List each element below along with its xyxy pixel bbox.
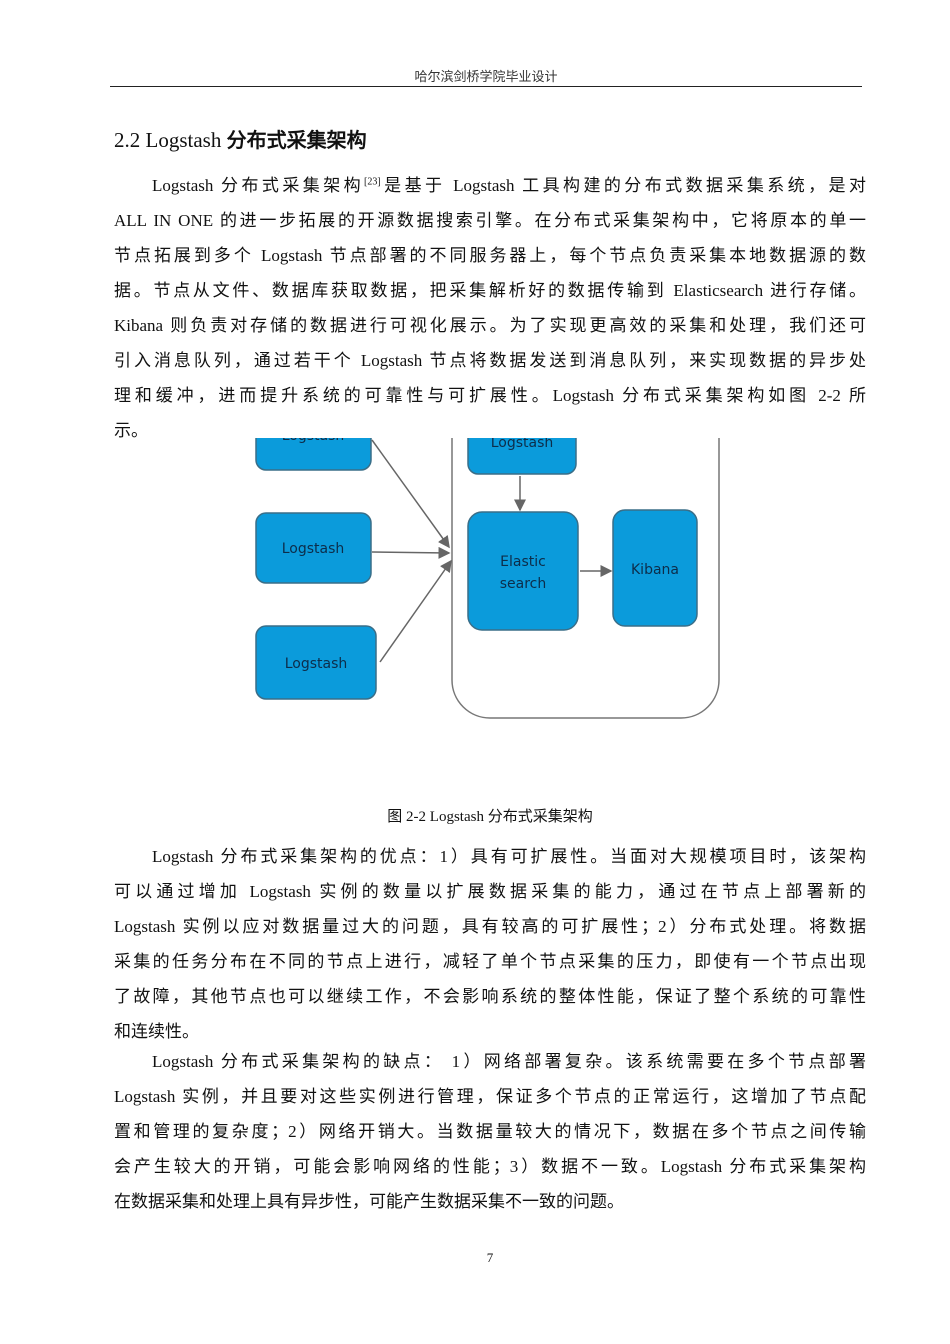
text-line: 了故障，其他节点也可以继续工作，不会影响系统的整体性能，保证了整个系统的可靠性 xyxy=(114,987,866,1006)
text-line: Logstash 分布式采集架构[23]是基于 Logstash 工具构建的分布… xyxy=(114,168,866,203)
text-line: Logstash 实例以应对数据量过大的问题，具有较高的可扩展性；2）分布式处理… xyxy=(114,917,866,936)
text-line: 理和缓冲，进而提升系统的可靠性与可扩展性。Logstash 分布式采集架构如图 … xyxy=(114,386,866,405)
header-rule xyxy=(110,86,862,87)
node-label: Logstash xyxy=(285,656,348,672)
text-line: Logstash 分布式采集架构的缺点： 1）网络部署复杂。该系统需要在多个节点… xyxy=(152,1052,866,1071)
paragraph-disadvantages: Logstash 分布式采集架构的缺点： 1）网络部署复杂。该系统需要在多个节点… xyxy=(114,1044,866,1219)
page-number: 7 xyxy=(486,1250,494,1265)
node-logstash-left-mid xyxy=(255,512,372,584)
node-logstash-inner xyxy=(467,438,577,475)
text-line: 会产生较大的开销，可能会影响网络的性能；3）数据不一致。Logstash 分布式… xyxy=(114,1157,866,1176)
text-line: Logstash 分布式采集架构的优点：1）具有可扩展性。当面对大规模项目时，该… xyxy=(152,847,866,866)
paragraph-advantages: Logstash 分布式采集架构的优点：1）具有可扩展性。当面对大规模项目时，该… xyxy=(114,839,866,1049)
node-elasticsearch xyxy=(467,511,579,631)
node-label: Kibana xyxy=(631,562,679,578)
arrow xyxy=(371,439,450,549)
text-line: 采集的任务分布在不同的节点上进行，减轻了单个节点采集的压力，即使有一个节点出现 xyxy=(114,952,866,971)
text-line: Kibana 则负责对存储的数据进行可视化展示。为了实现更高效的采集和处理，我们… xyxy=(114,316,866,335)
section-heading: 2.2 Logstash 分布式采集架构 xyxy=(114,124,367,153)
text: 是基于 Logstash 工具构建的分布式数据采集系统，是对 xyxy=(380,176,866,195)
node-label: search xyxy=(500,576,547,592)
section-number: 2.2 Logstash xyxy=(114,128,222,152)
section-title: 分布式采集架构 xyxy=(226,128,367,152)
text-line: 可以通过增加 Logstash 实例的数量以扩展数据采集的能力，通过在节点上部署… xyxy=(114,882,866,901)
node-label: Elastic xyxy=(500,554,546,570)
arrow xyxy=(371,546,451,559)
text-line: 据。节点从文件、数据库获取数据，把采集解析好的数据传输到 Elasticsear… xyxy=(114,281,866,300)
text-line: Logstash 实例，并且要对这些实例进行管理，保证多个节点的正常运行，这增加… xyxy=(114,1087,866,1106)
figure-caption: 图 2-2 Logstash 分布式采集架构 xyxy=(387,809,593,825)
arrow xyxy=(379,559,452,663)
node-label: Logstash xyxy=(491,435,554,451)
text-line: 示。 xyxy=(114,421,148,440)
node-label: Logstash xyxy=(282,541,345,557)
text-line: 引入消息队列，通过若干个 Logstash 节点将数据发送到消息队列，来实现数据… xyxy=(114,351,866,370)
node-logstash-left-top xyxy=(255,438,372,471)
node-kibana xyxy=(612,509,698,627)
page-header: 哈尔滨剑桥学院毕业设计 xyxy=(414,69,558,84)
text-line: 节点拓展到多个 Logstash 节点部署的不同服务器上，每个节点负责采集本地数… xyxy=(114,246,866,265)
text-line: ALL IN ONE 的进一步拓展的开源数据搜索引擎。在分布式采集架构中，它将原… xyxy=(114,211,866,230)
node-label: Logstash xyxy=(282,428,345,444)
node-logstash-left-bottom xyxy=(255,625,377,700)
text: Logstash 分布式采集架构 xyxy=(152,176,365,195)
text-line: 置和管理的复杂度；2）网络开销大。当数据量较大的情况下，数据在多个节点之间传输 xyxy=(114,1122,866,1141)
cluster-container xyxy=(451,438,720,719)
citation: [23] xyxy=(364,176,381,188)
text-line: 和连续性。 xyxy=(114,1022,199,1041)
paragraph-intro: Logstash 分布式采集架构[23]是基于 Logstash 工具构建的分布… xyxy=(114,168,866,448)
text-line: 在数据采集和处理上具有异步性，可能产生数据采集不一致的问题。 xyxy=(114,1192,624,1211)
